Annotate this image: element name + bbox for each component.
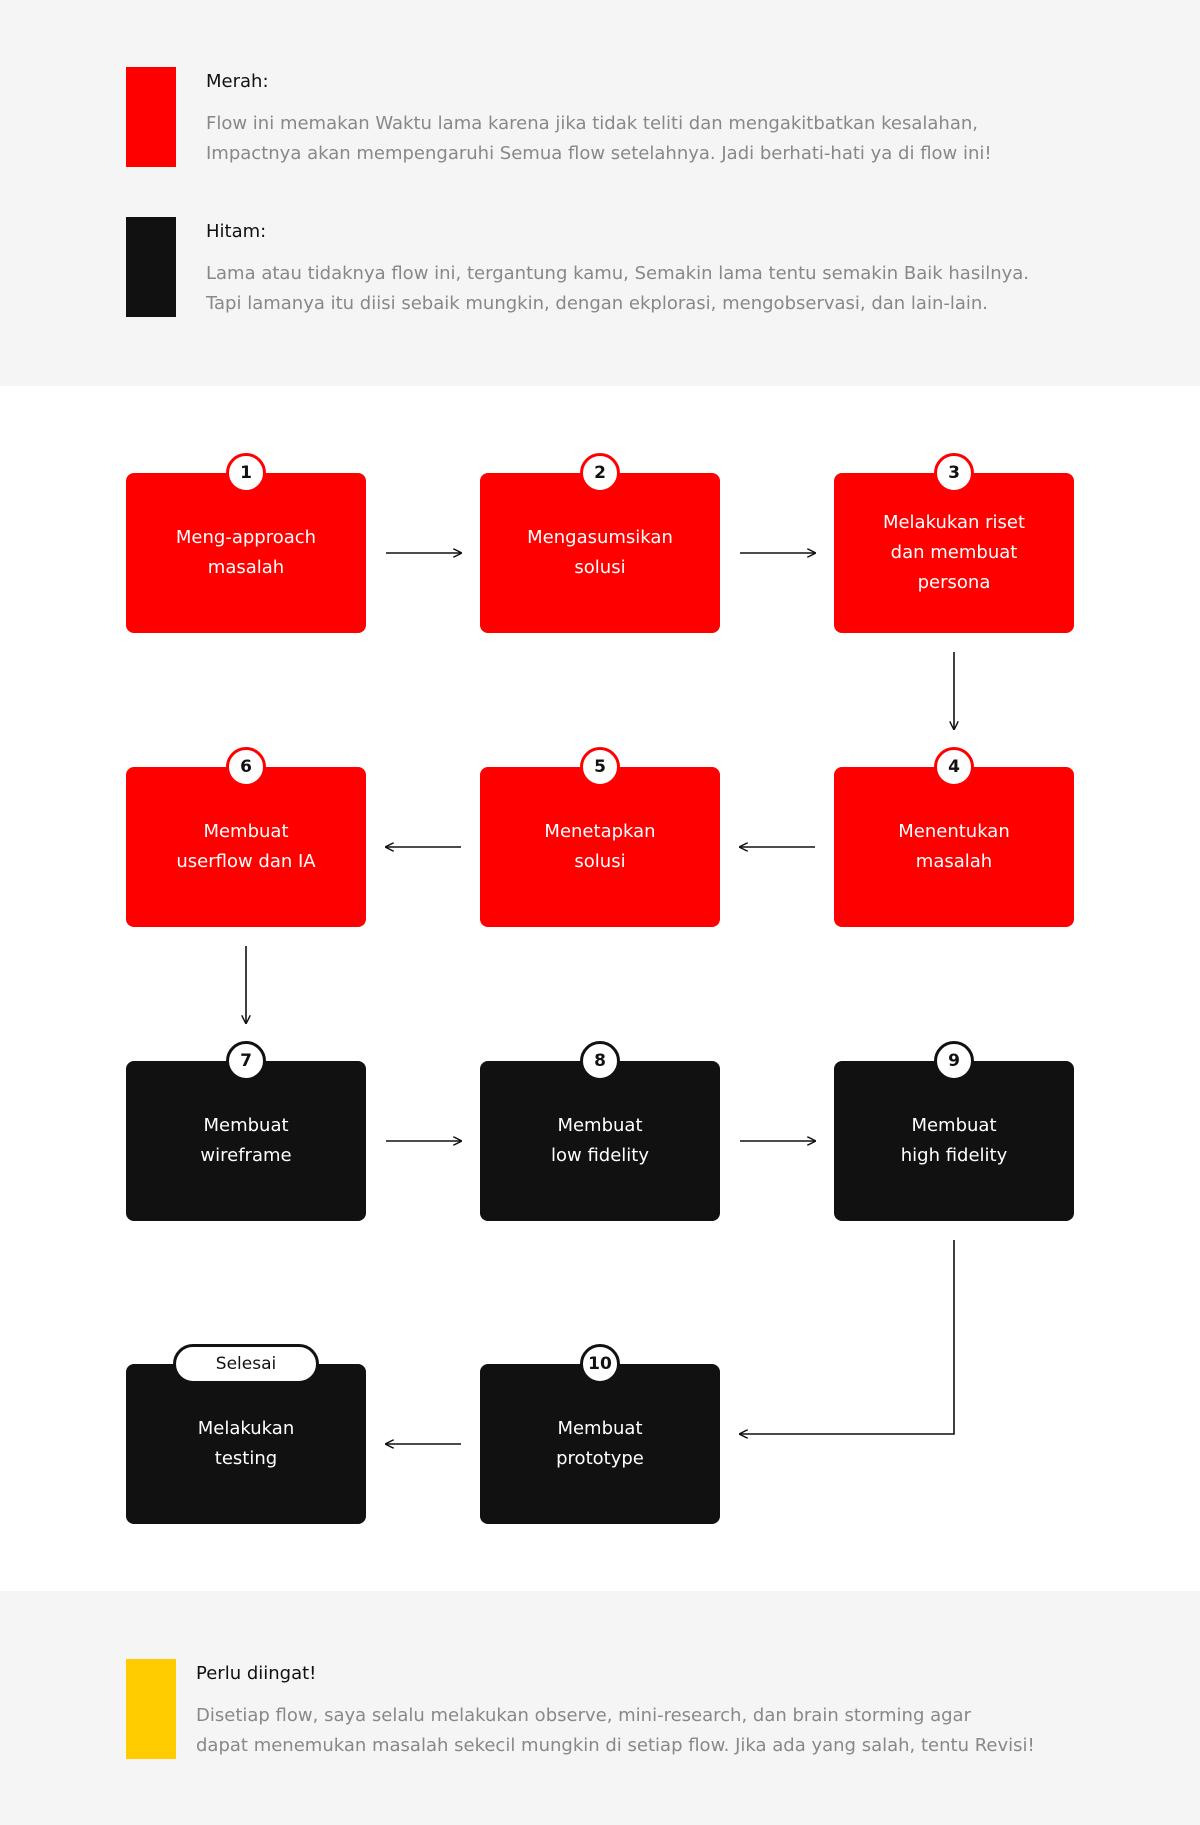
note-description: Disetiap flow, saya selalu melakukan obs… [196, 1701, 1035, 1761]
step-2-badge: 2 [580, 453, 620, 493]
step-3-label: Melakukan riset dan membuat persona [882, 512, 1026, 593]
legend-red-line-1: Flow ini memakan Waktu lama karena jika … [206, 113, 978, 134]
step-9-label: Membuat high fidelity [900, 1115, 1008, 1166]
step-2-box: 2 Mengasumsikan solusi [480, 453, 720, 633]
legend-black-title: Hitam: [206, 221, 267, 242]
yellow-swatch [126, 1659, 176, 1759]
step-10-box: 10 Membuat prototype [480, 1344, 720, 1524]
step-1-label: Meng-approach masalah [175, 527, 317, 578]
step-5-badge: 5 [580, 747, 620, 787]
step-3-badge: 3 [934, 453, 974, 493]
step-3-box: 3 Melakukan riset dan membuat persona [834, 453, 1074, 633]
step-4-badge: 4 [934, 747, 974, 787]
step-8-box: 8 Membuat low fidelity [480, 1041, 720, 1221]
step-8-badge: 8 [580, 1041, 620, 1081]
arrow-9-to-10 [740, 1240, 955, 1434]
step-9-badge: 9 [934, 1041, 974, 1081]
step-7-box: 7 Membuat wireframe [126, 1041, 366, 1221]
step-4-box: 4 Menentukan masalah [834, 747, 1074, 927]
step-6-label: Membuat userflow dan IA [176, 821, 316, 872]
legend-section: Merah: Flow ini memakan Waktu lama karen… [0, 0, 1200, 386]
note-title: Perlu diingat! [196, 1663, 317, 1684]
step-7-badge: 7 [226, 1041, 266, 1081]
step-7-label: Membuat wireframe [200, 1115, 292, 1166]
legend-black-description: Lama atau tidaknya flow ini, tergantung … [206, 259, 1029, 319]
step-10-badge: 10 [580, 1344, 620, 1384]
legend-red-title: Merah: [206, 71, 269, 92]
note-line-1: Disetiap flow, saya selalu melakukan obs… [196, 1705, 971, 1726]
step-6-box: 6 Membuat userflow dan IA [126, 747, 366, 927]
note-section: Perlu diingat! Disetiap flow, saya selal… [0, 1591, 1200, 1825]
step-4-label: Menentukan masalah [898, 821, 1010, 872]
step-1-box: 1 Meng-approach masalah [126, 453, 366, 633]
legend-red-line-2: Impactnya akan mempengaruhi Semua flow s… [206, 143, 992, 164]
legend-black-line-2: Tapi lamanya itu diisi sebaik mungkin, d… [206, 293, 989, 314]
step-2-label: Mengasumsikan solusi [527, 527, 673, 578]
step-5-box: 5 Menetapkan solusi [480, 747, 720, 927]
step-1-badge: 1 [226, 453, 266, 493]
step-5-label: Menetapkan solusi [544, 821, 656, 872]
black-swatch [126, 217, 176, 317]
step-8-label: Membuat low fidelity [550, 1115, 649, 1166]
step-9-box: 9 Membuat high fidelity [834, 1041, 1074, 1221]
step-finish-label: Melakukan testing [197, 1418, 295, 1469]
step-finish-box: Selesai Melakukan testing [126, 1344, 366, 1524]
legend-red-description: Flow ini memakan Waktu lama karena jika … [206, 109, 992, 169]
legend-black-line-1: Lama atau tidaknya flow ini, tergantung … [206, 263, 1030, 284]
step-10-label: Membuat prototype [556, 1418, 644, 1469]
note-line-2: dapat menemukan masalah sekecil mungkin … [196, 1735, 1035, 1756]
red-swatch [126, 67, 176, 167]
step-finish-badge: Selesai [173, 1344, 319, 1384]
step-6-badge: 6 [226, 747, 266, 787]
